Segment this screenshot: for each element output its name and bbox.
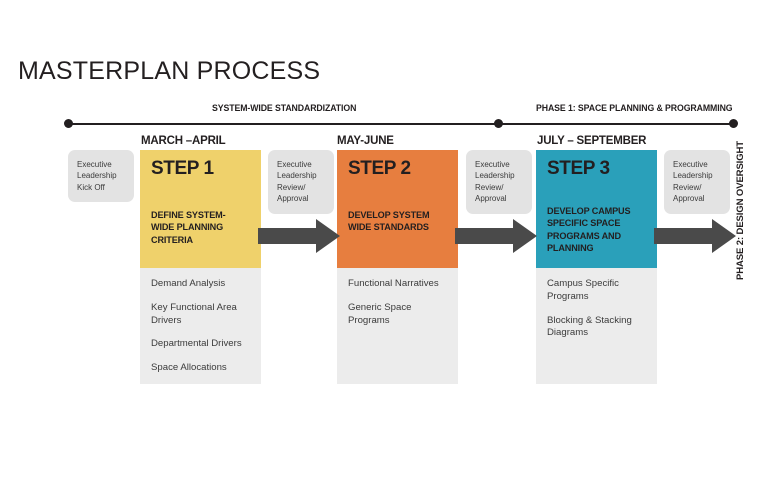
step-body-3: Campus Specific Programs Blocking & Stac…	[536, 268, 657, 384]
step-number-1: STEP 1	[151, 158, 214, 179]
flow-arrow-2-to-3	[455, 219, 537, 253]
phase-label-system-wide: SYSTEM-WIDE STANDARDIZATION	[212, 103, 357, 114]
timeline-marker-end	[729, 119, 738, 128]
phase-2-vertical-label: PHASE 2: DESIGN OVERSIGHT	[735, 135, 762, 280]
phase-2-vertical-text: PHASE 2: DESIGN OVERSIGHT	[735, 141, 746, 280]
step-header-1: STEP 1 DEFINE SYSTEM-WIDE PLANNING CRITE…	[140, 150, 261, 268]
step-column-1: STEP 1 DEFINE SYSTEM-WIDE PLANNING CRITE…	[140, 150, 261, 384]
step-body-2: Functional Narratives Generic Space Prog…	[337, 268, 458, 384]
list-item: Campus Specific Programs	[547, 278, 619, 302]
step-description-3: DEVELOP CAMPUS SPECIFIC SPACE PROGRAMS A…	[547, 206, 631, 254]
list-item: Functional Narratives	[348, 278, 439, 289]
list-item: Departmental Drivers	[151, 338, 242, 350]
step-column-2: STEP 2 DEVELOP SYSTEM WIDE STANDARDS Fun…	[337, 150, 458, 384]
list-item: Space Allocations	[151, 362, 227, 373]
month-label-2: MAY-JUNE	[337, 135, 394, 147]
page-title: MASTERPLAN PROCESS	[18, 57, 321, 85]
list-item: Blocking & Stacking Diagrams	[547, 314, 632, 339]
step-body-1: Demand Analysis Key Functional Area Driv…	[140, 268, 261, 384]
step-description-1: DEFINE SYSTEM-WIDE PLANNING CRITERIA	[151, 210, 226, 246]
step-number-2: STEP 2	[348, 158, 411, 179]
step-column-3: STEP 3 DEVELOP CAMPUS SPECIFIC SPACE PRO…	[536, 150, 657, 384]
list-item: Generic Space Programs	[348, 301, 412, 326]
phase-label-phase-1: PHASE 1: SPACE PLANNING & PROGRAMMING	[536, 103, 733, 114]
step-number-3: STEP 3	[547, 158, 610, 179]
step-description-2: DEVELOP SYSTEM WIDE STANDARDS	[348, 210, 430, 234]
list-item: Key Functional Area Drivers	[151, 301, 237, 326]
note-review-approval-1: Executive Leadership Review/ Approval	[268, 150, 334, 214]
flow-arrow-1-to-2	[258, 219, 340, 253]
timeline-marker-start	[64, 119, 73, 128]
month-label-1: MARCH –APRIL	[141, 135, 226, 147]
note-review-approval-3: Executive Leadership Review/ Approval	[664, 150, 730, 214]
step-header-2: STEP 2 DEVELOP SYSTEM WIDE STANDARDS	[337, 150, 458, 268]
month-label-3: JULY – SEPTEMBER	[537, 135, 647, 147]
step-header-3: STEP 3 DEVELOP CAMPUS SPECIFIC SPACE PRO…	[536, 150, 657, 268]
timeline-marker-middle	[494, 119, 503, 128]
note-kick-off: Executive Leadership Kick Off	[68, 150, 134, 202]
flow-arrow-3-to-phase-2	[654, 219, 736, 253]
timeline-axis	[68, 123, 733, 125]
note-review-approval-2: Executive Leadership Review/ Approval	[466, 150, 532, 214]
list-item: Demand Analysis	[151, 278, 226, 289]
